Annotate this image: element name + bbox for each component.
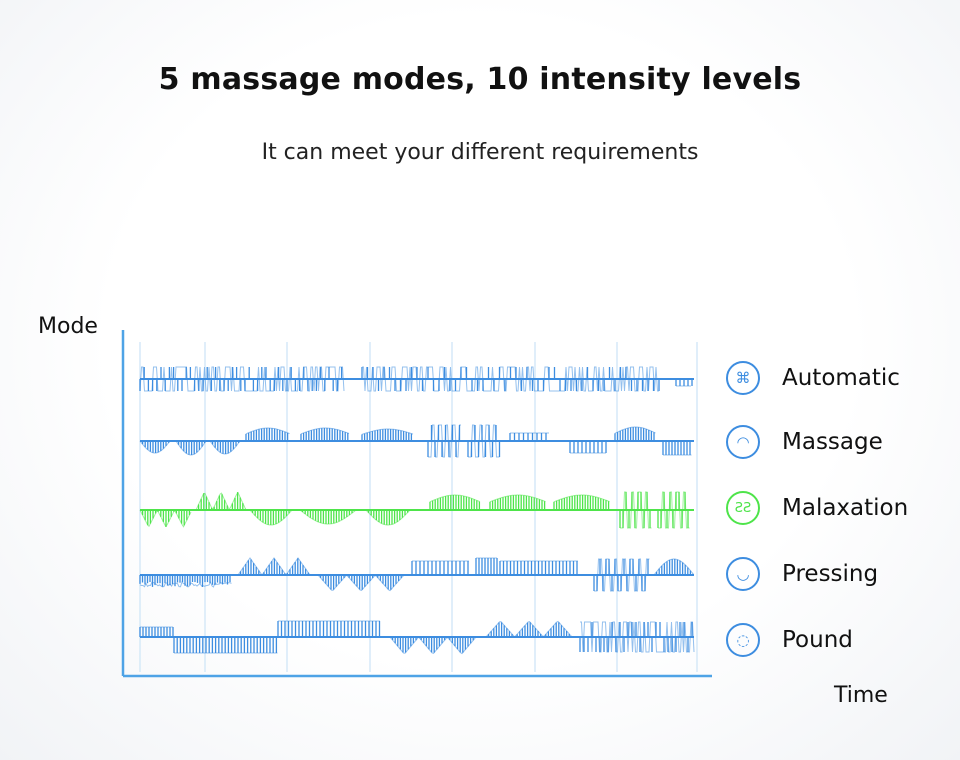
wave-segment (300, 427, 350, 441)
y-axis-label: Mode (38, 314, 98, 339)
wave-segment (553, 494, 610, 510)
wave-outline (428, 424, 461, 458)
wave-segment (569, 441, 607, 454)
wave-segment (195, 491, 247, 511)
command-icon: ⌘ (726, 361, 760, 395)
wave-outline (139, 366, 345, 392)
wave-segment (277, 620, 381, 637)
press-hand-icon: ◡ (726, 557, 760, 591)
wave-segment (614, 426, 656, 441)
wave-outline (658, 491, 690, 529)
legend-label-massage: Massage (782, 429, 883, 455)
wave-segment (139, 575, 232, 588)
wave-outline (468, 424, 500, 458)
kneading-icon: ƧƧ (726, 491, 760, 525)
wave-segment (662, 441, 692, 456)
wave-outline (489, 494, 546, 503)
wave-segment (249, 509, 293, 526)
wave-segment (361, 428, 414, 441)
wave-outline (485, 620, 572, 638)
wave-outline (317, 574, 404, 592)
wave-segment (139, 440, 171, 454)
wave-outline (580, 621, 695, 653)
pound-fist-icon: ◌ (726, 623, 760, 657)
wave-segment (139, 509, 192, 528)
waveform-massage (139, 424, 694, 458)
legend-item-malaxation: ƧƧ Malaxation (726, 488, 908, 528)
wave-segment (467, 424, 501, 458)
wave-segment (475, 557, 498, 575)
page-subtitle: It can meet your different requirements (261, 140, 699, 165)
wave-segment (237, 557, 311, 576)
legend-item-automatic: ⌘ Automatic (726, 358, 900, 398)
wave-segment (173, 637, 278, 654)
wave-segment (657, 491, 690, 529)
wave-segment (485, 620, 573, 638)
wave-outline (620, 491, 652, 529)
legend-label-malaxation: Malaxation (782, 495, 909, 521)
wave-outline (429, 494, 480, 503)
wave-outline (209, 440, 241, 455)
wave-outline (299, 509, 356, 525)
legend-label-pound: Pound (782, 627, 853, 653)
wave-segment (139, 626, 174, 637)
wave-outline (249, 509, 293, 526)
legend-item-pound: ◌ Pound (726, 620, 853, 660)
waveform-malaxation (139, 491, 694, 529)
wave-segment (427, 424, 461, 458)
wave-segment (499, 560, 578, 575)
wave-segment (579, 621, 695, 653)
wave-outline (594, 558, 650, 592)
wave-outline (614, 426, 656, 434)
wave-segment (489, 494, 546, 510)
legend-item-pressing: ◡ Pressing (726, 554, 878, 594)
grid-lines (139, 342, 698, 672)
wave-segment (619, 491, 652, 529)
massage-hand-icon: ◠ (726, 425, 760, 459)
waveform-pound (139, 620, 695, 655)
page-title: 5 massage modes, 10 intensity levels (158, 62, 802, 97)
wave-segment (429, 494, 481, 510)
wave-outline (175, 440, 207, 456)
legend-label-automatic: Automatic (782, 365, 900, 391)
wave-outline (245, 427, 290, 435)
wave-segment (299, 509, 356, 525)
wave-segment (175, 440, 207, 456)
wave-outline (365, 509, 410, 526)
wave-segment (139, 366, 345, 392)
wave-outline (653, 558, 694, 576)
wave-outline (553, 494, 610, 503)
wave-outline (139, 440, 171, 454)
waveform-pressing (139, 557, 694, 592)
wave-segment (653, 558, 694, 576)
wave-segment (365, 509, 410, 526)
wave-outline (139, 581, 232, 588)
wave-segment (361, 366, 660, 392)
wave-outline (362, 366, 659, 392)
wave-segment (209, 440, 241, 455)
wave-outline (237, 557, 311, 576)
wave-outline (361, 428, 414, 435)
legend-label-pressing: Pressing (782, 561, 879, 587)
wave-segment (675, 379, 693, 387)
wave-outline (139, 509, 192, 528)
wave-segment (317, 574, 405, 592)
wave-segment (245, 427, 290, 441)
x-axis-label: Time (834, 683, 888, 708)
legend-item-massage: ◠ Massage (726, 422, 883, 462)
wave-segment (593, 558, 650, 592)
wave-outline (300, 427, 350, 435)
wave-segment (509, 432, 549, 441)
wave-outline (195, 491, 246, 511)
wave-segment (411, 560, 469, 575)
wave-segment (389, 636, 477, 655)
wave-outline (389, 636, 476, 655)
waveform-automatic (139, 366, 694, 392)
